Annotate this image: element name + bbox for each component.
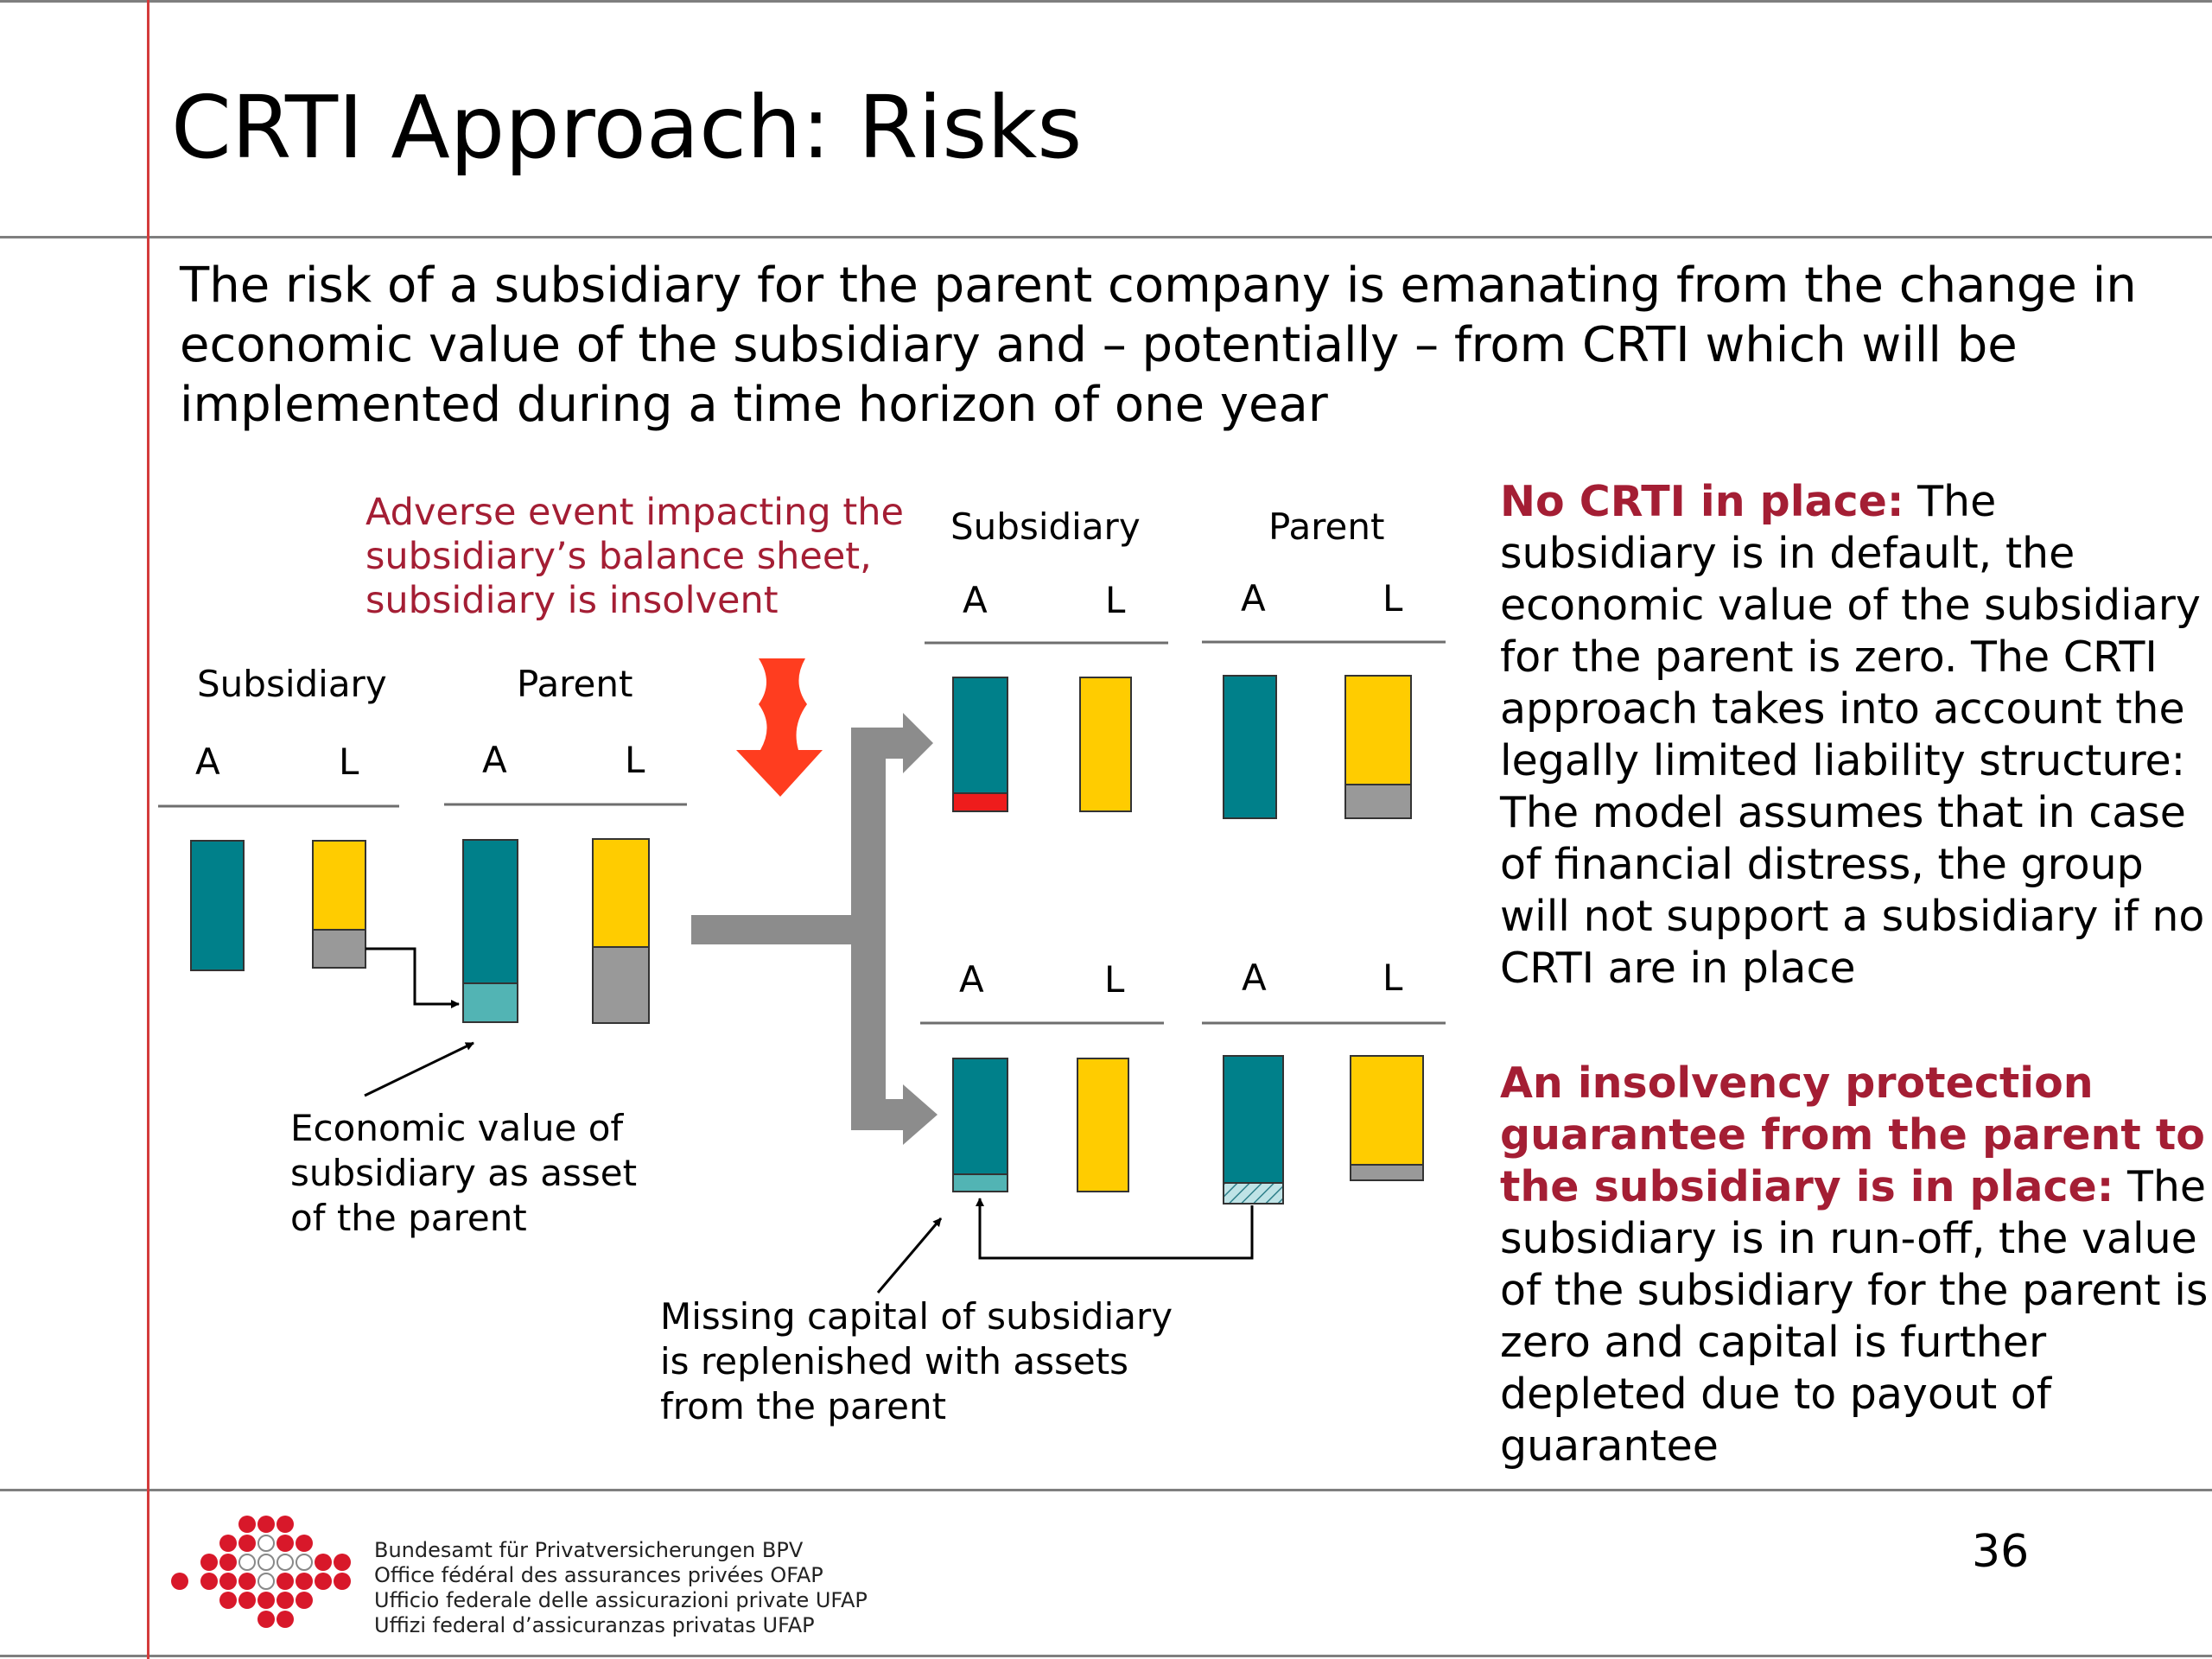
- scenario-parent-label: Parent: [1268, 505, 1385, 548]
- s2-sub-assets-bar: [952, 1058, 1008, 1175]
- s2-sub-a-label: A: [959, 958, 984, 1001]
- scenario-subsidiary-label: Subsidiary: [950, 505, 1141, 548]
- guarantee-payout-connector: [976, 1198, 1254, 1260]
- parent-participation-bar: [462, 982, 518, 1023]
- initial-parent-label: Parent: [517, 663, 633, 705]
- economic-value-pointer: [364, 1041, 474, 1097]
- s1-sub-assets-bar: [952, 677, 1008, 794]
- top-border: [0, 0, 2212, 3]
- adverse-event-arrow: [736, 658, 823, 797]
- page-title: CRTI Approach: Risks: [171, 77, 1083, 178]
- missing-capital-pointer: [876, 1217, 943, 1294]
- s2-parent-l-label: L: [1382, 957, 1403, 999]
- sub-assets-bar: [190, 840, 245, 971]
- intro-text: The risk of a subsidiary for the parent …: [180, 257, 2137, 433]
- s2-sub-liabilities-bar: [1077, 1058, 1129, 1192]
- s1-parent-a-label: A: [1241, 577, 1266, 620]
- initial-parent-balance: [462, 838, 650, 1024]
- parent-assets-bar: [462, 839, 518, 984]
- parent-liabilities-bar: [592, 838, 650, 948]
- s2-parent-assets-bar: [1223, 1055, 1284, 1184]
- initial-subsidiary-label: Subsidiary: [197, 663, 387, 705]
- organization-names: Bundesamt für Privatversicherungen BPV O…: [374, 1538, 868, 1637]
- s2-parent-a-label: A: [1242, 957, 1267, 999]
- s1-sub-loss-bar: [952, 792, 1008, 812]
- initial-sub-l-label: L: [339, 741, 359, 783]
- no-crti-heading: No CRTI in place:: [1500, 477, 1904, 526]
- flow-arrow: [691, 713, 938, 1145]
- s2-sub-l-label: L: [1104, 958, 1125, 1001]
- guarantee-body: The subsidiary is in run-off, the value …: [1500, 1162, 2209, 1471]
- title-divider: [0, 236, 2212, 238]
- left-margin-line: [147, 0, 149, 1659]
- s2-sub-replenished-bar: [952, 1173, 1008, 1192]
- s1-sub-a-label: A: [963, 579, 988, 621]
- s2-parent-liabilities-bar: [1350, 1055, 1424, 1166]
- s2-parent-guarantee-bar: [1223, 1182, 1284, 1205]
- parent-capital-bar: [592, 946, 650, 1024]
- s2-parent-capital-bar: [1350, 1164, 1424, 1181]
- federal-office-logo: [171, 1516, 351, 1628]
- initial-parent-l-label: L: [625, 739, 645, 781]
- footer-divider: [0, 1489, 2212, 1491]
- economic-value-note: Economic value of subsidiary as asset of…: [290, 1107, 638, 1239]
- capital-to-participation-connector: [365, 947, 460, 1008]
- bottom-border: [0, 1655, 2212, 1657]
- s1-sub-liabilities-bar: [1079, 677, 1132, 812]
- s1-parent-assets-bar: [1223, 675, 1277, 819]
- scenario-guarantee: [952, 1055, 1424, 1205]
- guarantee-heading: An insolvency protection guarantee from …: [1500, 1058, 2205, 1211]
- initial-subsidiary-balance: [190, 840, 366, 971]
- initial-sub-a-label: A: [195, 741, 220, 783]
- scenario-no-crti: [952, 675, 1412, 819]
- no-crti-description: No CRTI in place: The subsidiary is in d…: [1500, 476, 2209, 995]
- initial-parent-a-label: A: [482, 739, 507, 781]
- s1-parent-capital-bar: [1344, 784, 1412, 819]
- header-underlines: [158, 640, 1446, 1025]
- sub-capital-bar: [312, 929, 366, 969]
- adverse-event-note: Adverse event impacting the subsidiary’s…: [365, 491, 904, 622]
- s1-sub-l-label: L: [1105, 579, 1126, 621]
- s1-parent-l-label: L: [1382, 577, 1403, 620]
- s1-parent-liabilities-bar: [1344, 675, 1412, 785]
- no-crti-body: The subsidiary is in default, the econom…: [1500, 477, 2205, 993]
- sub-liabilities-bar: [312, 840, 366, 931]
- page-number: 36: [1972, 1526, 2030, 1578]
- guarantee-description: An insolvency protection guarantee from …: [1500, 1058, 2209, 1472]
- missing-capital-note: Missing capital of subsidiary is repleni…: [660, 1295, 1173, 1427]
